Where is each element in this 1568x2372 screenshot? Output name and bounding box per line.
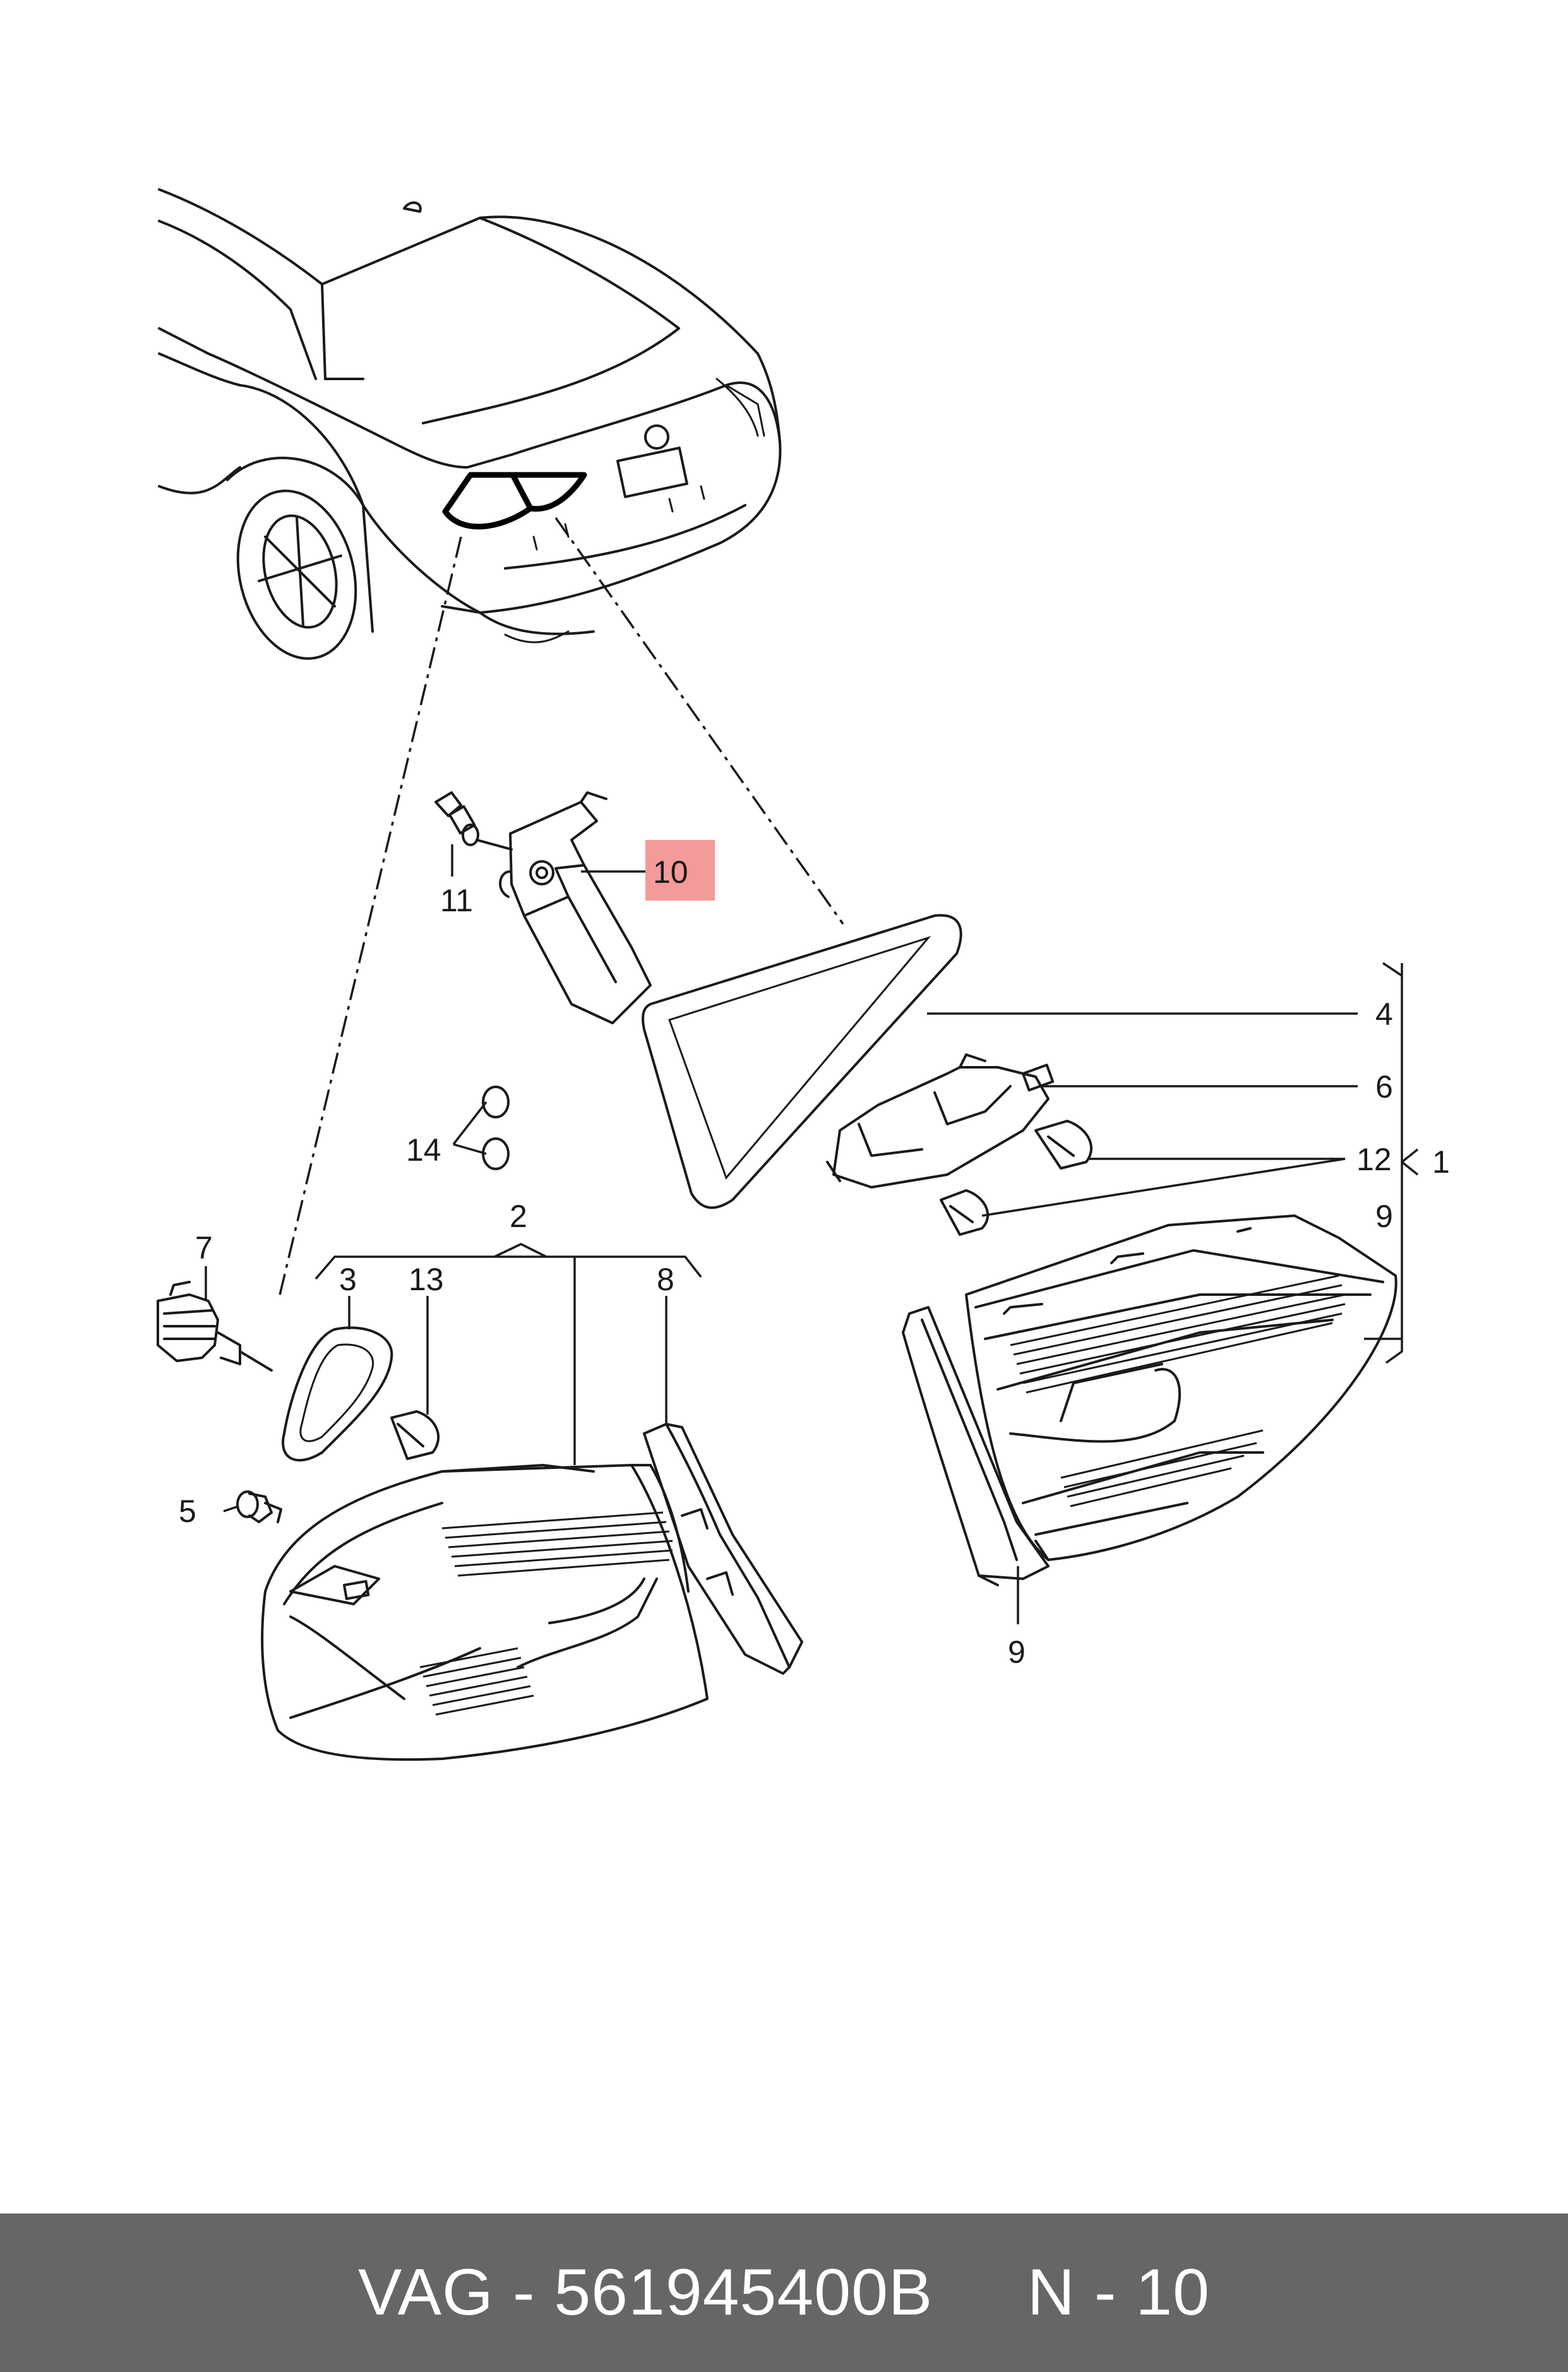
inner-lamp-assembly <box>965 1214 1397 1561</box>
callout-9-lower: 9 <box>1008 1634 1026 1670</box>
callout-3: 3 <box>339 1262 357 1297</box>
callout-4: 4 <box>1375 997 1393 1032</box>
gasket-part-3 <box>282 1326 393 1462</box>
callout-14: 14 <box>406 1132 441 1168</box>
screw-part-11 <box>434 791 513 851</box>
outer-lamp-part-2 <box>261 1464 709 1761</box>
connector-part-7 <box>157 1281 273 1372</box>
callout-leaders <box>205 844 1419 1624</box>
dash-dot-leaders <box>278 517 844 1298</box>
callout-7: 7 <box>195 1230 213 1266</box>
callout-10: 10 <box>653 854 688 890</box>
inner-lamp-bands <box>1010 1274 1346 1507</box>
callout-1: 1 <box>1432 1144 1450 1180</box>
callout-5: 5 <box>179 1494 196 1529</box>
footer-page-ref: N - 10 <box>1027 2256 1210 2329</box>
tail-lamp-highlight-outline <box>442 472 587 530</box>
bulb-carrier-part-6 <box>826 1053 1055 1189</box>
callout-2: 2 <box>510 1199 527 1234</box>
footer-brand: VAG <box>358 2256 494 2329</box>
callout-labels: 1 2 3 4 5 6 7 8 9 9 10 11 12 13 14 <box>179 854 1450 1670</box>
callout-11: 11 <box>440 883 473 918</box>
callout-10-highlight <box>645 840 715 901</box>
plug-part-5 <box>236 1490 282 1523</box>
footer-separator: - <box>493 2256 554 2329</box>
gasket-part-4 <box>642 914 962 1209</box>
callout-6: 6 <box>1375 1069 1393 1105</box>
seal-part-8 <box>643 1423 803 1675</box>
bulb-part-13 <box>390 1410 440 1460</box>
caps-part-14 <box>482 1086 510 1170</box>
seal-strip-part-9 <box>902 1306 1050 1586</box>
callout-13: 13 <box>409 1262 444 1297</box>
callout-8: 8 <box>657 1262 674 1297</box>
bulb-part-12-lower <box>940 1189 990 1236</box>
callout-9-upper: 9 <box>1375 1199 1393 1234</box>
car-rear-illustration <box>158 188 782 660</box>
footer-part-number: 561945400B <box>554 2256 933 2329</box>
callout-12: 12 <box>1356 1142 1392 1177</box>
bulb-part-12-upper <box>1034 1120 1093 1170</box>
parts-diagram: 1 2 3 4 5 6 7 8 9 9 10 11 12 13 14 <box>157 188 1450 1761</box>
bracket-part-10 <box>499 791 652 1024</box>
footer-caption: VAG - 561945400B N - 10 <box>358 2255 1210 2330</box>
part-number-footer: VAG - 561945400B N - 10 <box>0 2213 1568 2372</box>
outer-lamp-bands <box>419 1511 673 1716</box>
